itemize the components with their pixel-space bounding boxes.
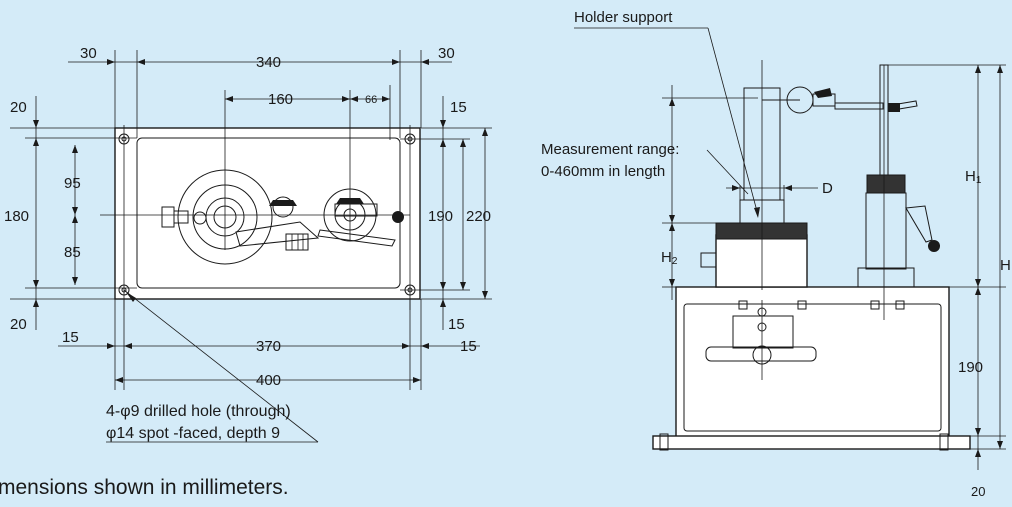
dim-H: H xyxy=(1000,257,1011,274)
dim-190: 190 xyxy=(428,208,453,225)
base-plate-outline xyxy=(114,127,421,300)
dim-66: 66 xyxy=(365,94,377,106)
cabinet-top-frame xyxy=(675,286,950,440)
dim-15-bottom: 15 xyxy=(448,316,465,333)
hole-note-line1: 4-φ9 drilled hole (through) xyxy=(106,403,291,420)
holder-mechanism-top xyxy=(317,188,404,247)
hole-note-line2: φ14 spot -faced, depth 9 xyxy=(106,425,280,442)
dim-15-top: 15 xyxy=(450,99,467,116)
dim-190-side: 190 xyxy=(958,359,983,376)
dim-85: 85 xyxy=(64,244,81,261)
dim-400: 400 xyxy=(256,372,281,389)
top-view: 30 340 30 160 66 20 15 95 180 85 190 220… xyxy=(4,45,492,443)
measurement-range-line1: Measurement range: xyxy=(541,141,679,158)
holder-support-label: Holder support xyxy=(574,9,673,26)
turntable-drum xyxy=(715,234,808,288)
cabinet-inner-panel xyxy=(683,303,942,432)
dim-H1: H1 xyxy=(965,168,982,186)
dim-20-bottom: 20 xyxy=(10,316,27,333)
dim-H2: H2 xyxy=(661,249,678,267)
dim-160: 160 xyxy=(268,91,293,108)
dim-180: 180 xyxy=(4,208,29,225)
dim-370: 370 xyxy=(256,338,281,355)
measurement-range-line2: 0-460mm in length xyxy=(541,163,665,180)
dim-D: D xyxy=(822,180,833,197)
cabinet-base xyxy=(652,435,971,450)
dim-95: 95 xyxy=(64,175,81,192)
column-mechanism-top xyxy=(161,169,320,265)
dim-220: 220 xyxy=(466,208,491,225)
dim-20-side: 20 xyxy=(971,484,985,499)
knurled-ring xyxy=(715,222,808,240)
footer-note: mensions shown in millimeters. xyxy=(0,476,289,499)
dim-30-left: 30 xyxy=(80,45,97,62)
dim-15-right: 15 xyxy=(460,338,477,355)
dim-340: 340 xyxy=(256,54,281,71)
dim-15-left: 15 xyxy=(62,329,79,346)
side-view: Holder support Measurement range: 0-460m… xyxy=(541,9,1011,499)
dim-30-right: 30 xyxy=(438,45,455,62)
dim-20-top: 20 xyxy=(10,99,27,116)
